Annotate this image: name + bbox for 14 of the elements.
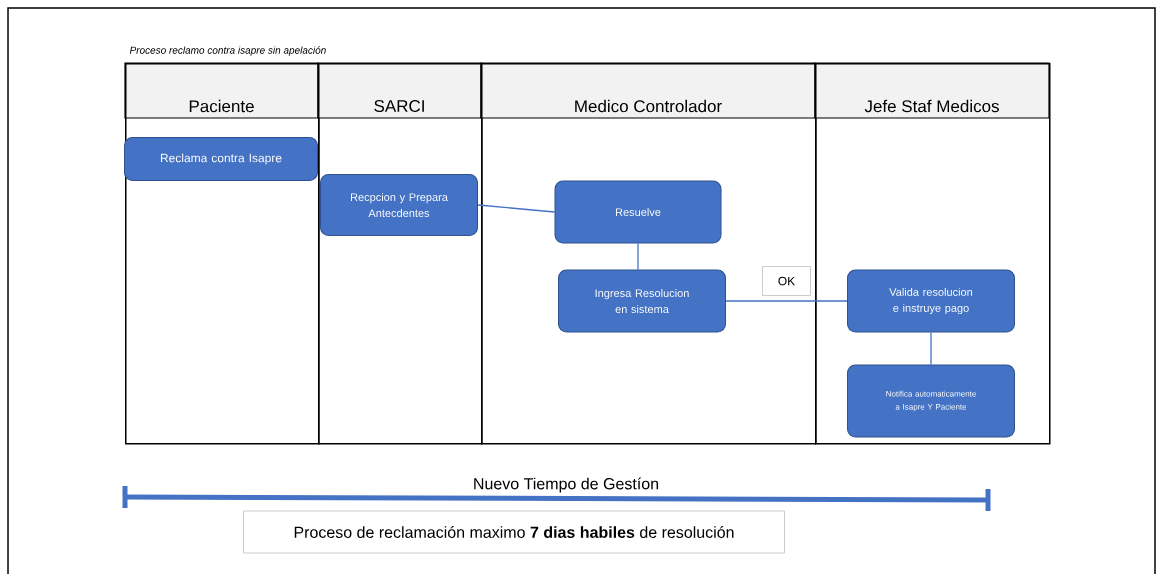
note-box: Proceso de reclamación maximo 7 dias habiles de resolución [243,510,785,554]
connector [725,300,848,302]
process-box: Notifica automaticamente a Isapre Y Paciente [847,364,1015,438]
connector [930,331,932,366]
duration-label: Nuevo Tiempo de Gestíon [471,476,661,494]
process-box: Recpcion y Prepara Antecdentes [320,174,478,236]
process-box: Valida resolucion e instruye pago [847,269,1015,333]
process-box: Ingresa Resolucion en sistema [558,269,726,333]
diagram-title: Proceso reclamo contra isapre sin apelación [129,46,326,56]
process-box: Resuelve [554,180,722,244]
process-box: Reclama contra Isapre [124,137,318,181]
connector [477,204,556,213]
edge-label: OK [762,266,811,296]
connector [637,242,639,271]
